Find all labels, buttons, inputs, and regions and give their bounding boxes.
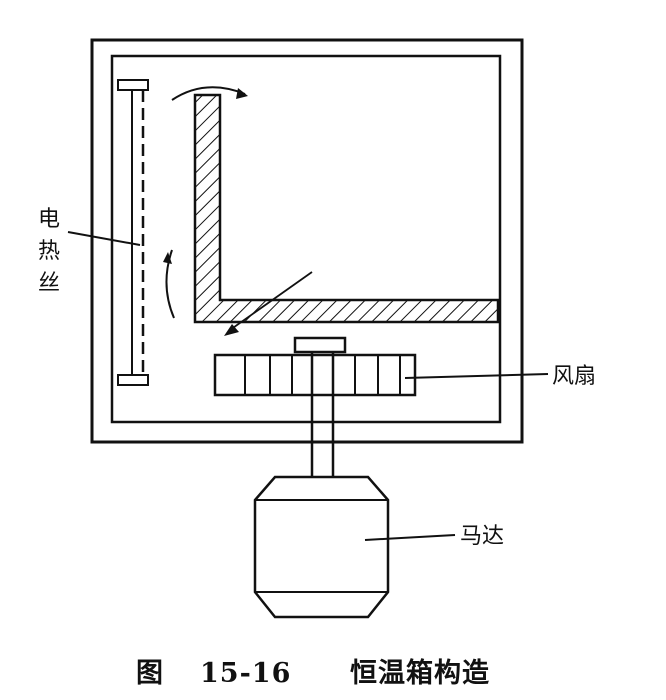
motor-shaft (310, 352, 335, 477)
heater-label-1: 电 (38, 207, 60, 232)
heater-label-2: 热 (38, 239, 60, 264)
fan-label: 风扇 (552, 364, 596, 389)
inner-wall (110, 54, 502, 424)
heater-label-3: 丝 (38, 271, 60, 296)
heating-wire (117, 79, 149, 386)
figure-caption-number: 15-16 (200, 658, 291, 689)
motor-label: 马达 (460, 524, 504, 549)
heater-leader-line (67, 231, 141, 246)
fan (213, 336, 417, 397)
baffle (193, 93, 500, 324)
fan-leader-line (404, 373, 549, 379)
motor (253, 475, 390, 619)
motor-leader-line (364, 534, 456, 541)
figure-caption-prefix: 图 (136, 658, 164, 689)
outer-wall (90, 38, 524, 444)
figure-caption-title: 恒温箱构造 (350, 657, 490, 689)
airflow-arrows (163, 86, 313, 336)
